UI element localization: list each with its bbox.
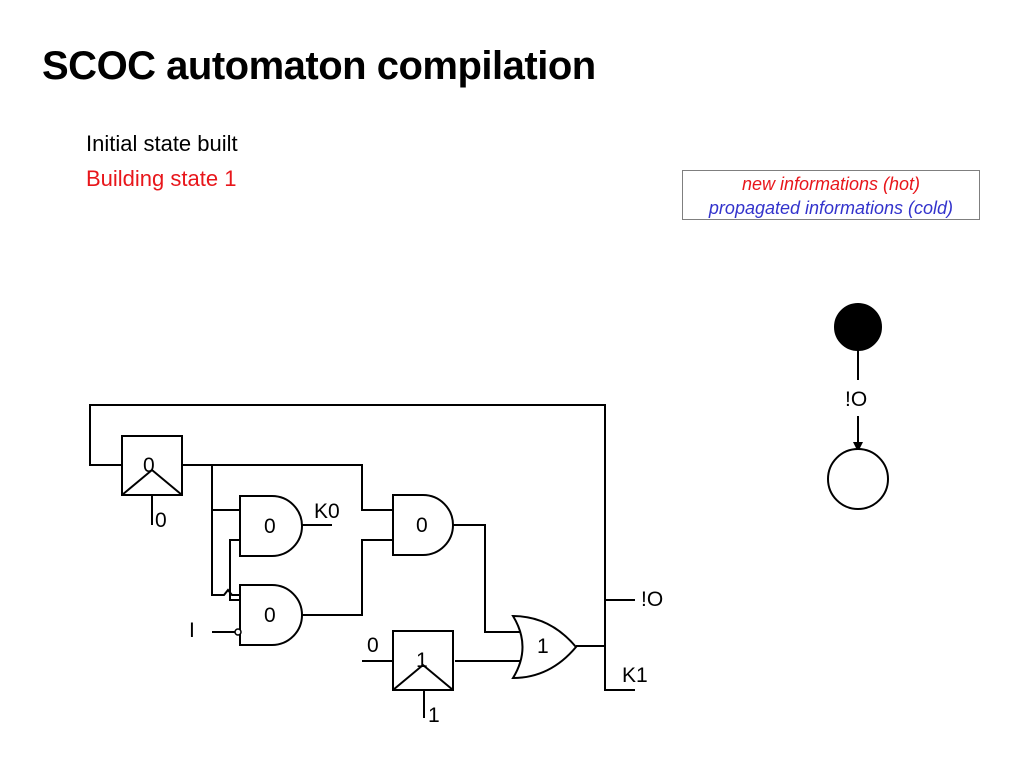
transition-label: !O: [845, 388, 867, 411]
register-top-input-label: 0: [155, 509, 167, 532]
legend-hot: new informations (hot): [741, 174, 921, 194]
status-initial-state: Initial state built: [86, 131, 238, 156]
legend: new informations (hot) propagated inform…: [682, 170, 980, 220]
register-top-value: 0: [143, 454, 155, 477]
or-gate-value: 1: [537, 635, 549, 658]
output-k1-label: K1: [622, 664, 648, 687]
status-building-state: Building state 1: [86, 166, 237, 191]
register-bottom-value: 1: [416, 649, 428, 672]
legend-cold: propagated informations (cold): [708, 198, 954, 218]
and-gate-right: [392, 494, 454, 556]
output-o-label: !O: [641, 588, 663, 611]
and-gate-top: [239, 495, 303, 557]
register-top: [121, 435, 183, 496]
register-bottom-reset-label: 1: [428, 704, 440, 727]
k0-output-label: K0: [314, 500, 340, 523]
and-gate-right-value: 0: [416, 514, 428, 537]
and-gate-bottom-value: 0: [264, 604, 276, 627]
automaton-initial-state: [834, 303, 882, 351]
and-gate-bottom: [239, 584, 303, 646]
automaton-new-state: [827, 448, 889, 510]
input-i-label: I: [189, 619, 195, 642]
or-gate: [511, 614, 578, 680]
and-gate-top-value: 0: [264, 515, 276, 538]
register-bottom-input-label: 0: [367, 634, 379, 657]
slide-title: SCOC automaton compilation: [42, 44, 596, 88]
negation-bubble: [234, 628, 242, 636]
register-bottom: [392, 630, 454, 691]
